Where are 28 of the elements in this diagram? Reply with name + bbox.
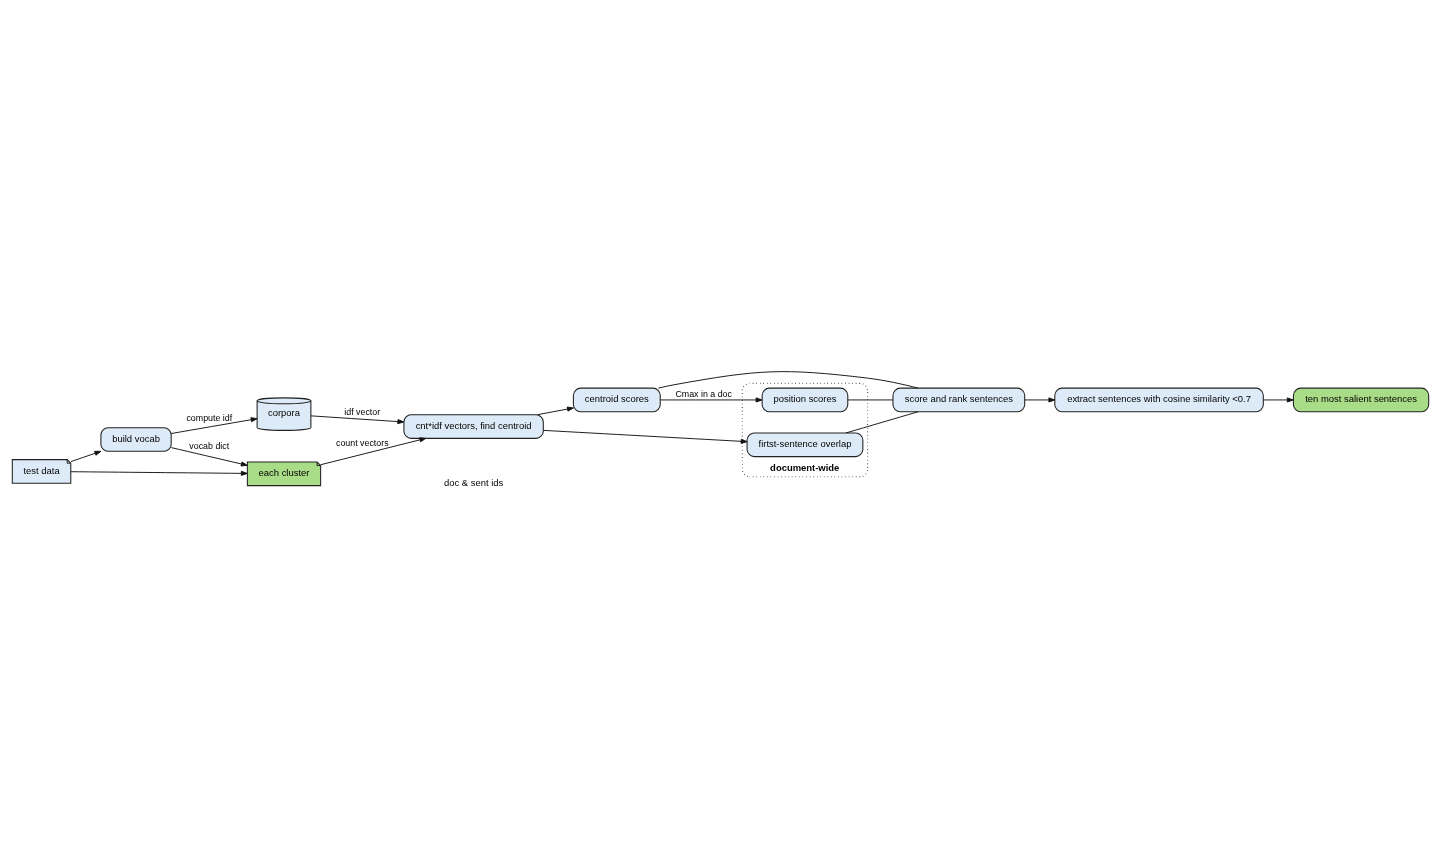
- arrow: [1263, 396, 1294, 402]
- connector: [845, 410, 919, 433]
- arrow: [659, 396, 763, 402]
- connector: [658, 370, 919, 389]
- node-box: firtst-sentence overlap: [746, 432, 864, 457]
- connector: [847, 398, 894, 400]
- edge-label: Cmax in a doc: [675, 388, 732, 399]
- node-box: build vocab: [100, 426, 172, 452]
- arrow: [542, 429, 748, 444]
- arrow: [320, 436, 427, 465]
- node-box: centroid scores: [572, 387, 661, 412]
- node-box: score and rank sentences: [892, 387, 1026, 412]
- node-box: ten most salient sentences: [1292, 387, 1430, 412]
- edge-label: vocab dict: [189, 440, 230, 451]
- arrow: [170, 416, 258, 434]
- arrow: [537, 406, 574, 415]
- node-box: position scores: [761, 387, 849, 412]
- arrow: [1024, 396, 1056, 402]
- arrow: [310, 414, 405, 424]
- arrow: [170, 446, 248, 466]
- label: doc & sent ids: [443, 476, 504, 488]
- edge-label: idf vector: [344, 406, 381, 417]
- arrow: [70, 450, 102, 462]
- arrow: [70, 470, 248, 476]
- node-box: cnt*idf vectors, find centroid: [403, 413, 544, 439]
- node-box: extract sentences with cosine similarity <0.7: [1054, 387, 1264, 412]
- edge-label: compute idf: [186, 412, 233, 423]
- edge-label: count vectors: [335, 437, 389, 448]
